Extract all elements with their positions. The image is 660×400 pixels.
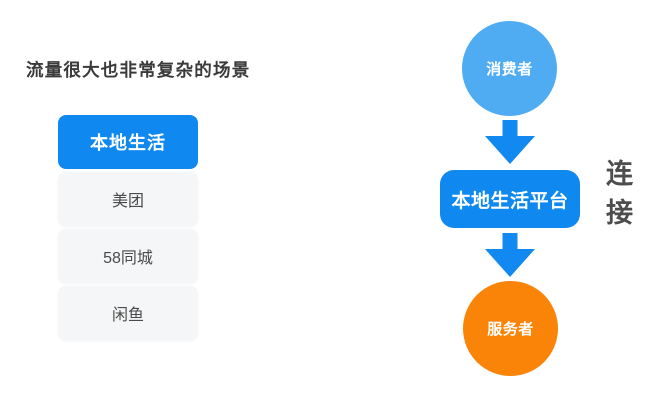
provider-node: 服务者: [463, 281, 558, 376]
consumer-node: 消费者: [462, 21, 557, 116]
down-arrow-icon: [485, 233, 535, 277]
down-arrow-icon: [485, 120, 535, 164]
connect-char: 接: [606, 198, 633, 228]
list-item-label: 本地生活: [90, 133, 166, 153]
platform-node-label: 本地生活平台: [451, 190, 569, 212]
page-title: 流量很大也非常复杂的场景: [26, 60, 251, 80]
connect-label: 连 接: [606, 161, 633, 227]
connect-char: 连: [606, 159, 633, 189]
list-item-xianyu[interactable]: 闲鱼: [58, 286, 198, 340]
platform-list: 本地生活 美团 58同城 闲鱼: [58, 115, 198, 343]
list-item-meituan[interactable]: 美团: [58, 172, 198, 226]
list-item-local-life[interactable]: 本地生活: [58, 115, 198, 169]
provider-node-label: 服务者: [487, 321, 534, 338]
list-item-58tongcheng[interactable]: 58同城: [58, 229, 198, 283]
list-item-label: 闲鱼: [111, 307, 144, 324]
list-item-label: 美团: [111, 193, 144, 210]
list-item-label: 58同城: [103, 250, 153, 267]
platform-node: 本地生活平台: [440, 170, 580, 228]
consumer-node-label: 消费者: [486, 61, 533, 78]
